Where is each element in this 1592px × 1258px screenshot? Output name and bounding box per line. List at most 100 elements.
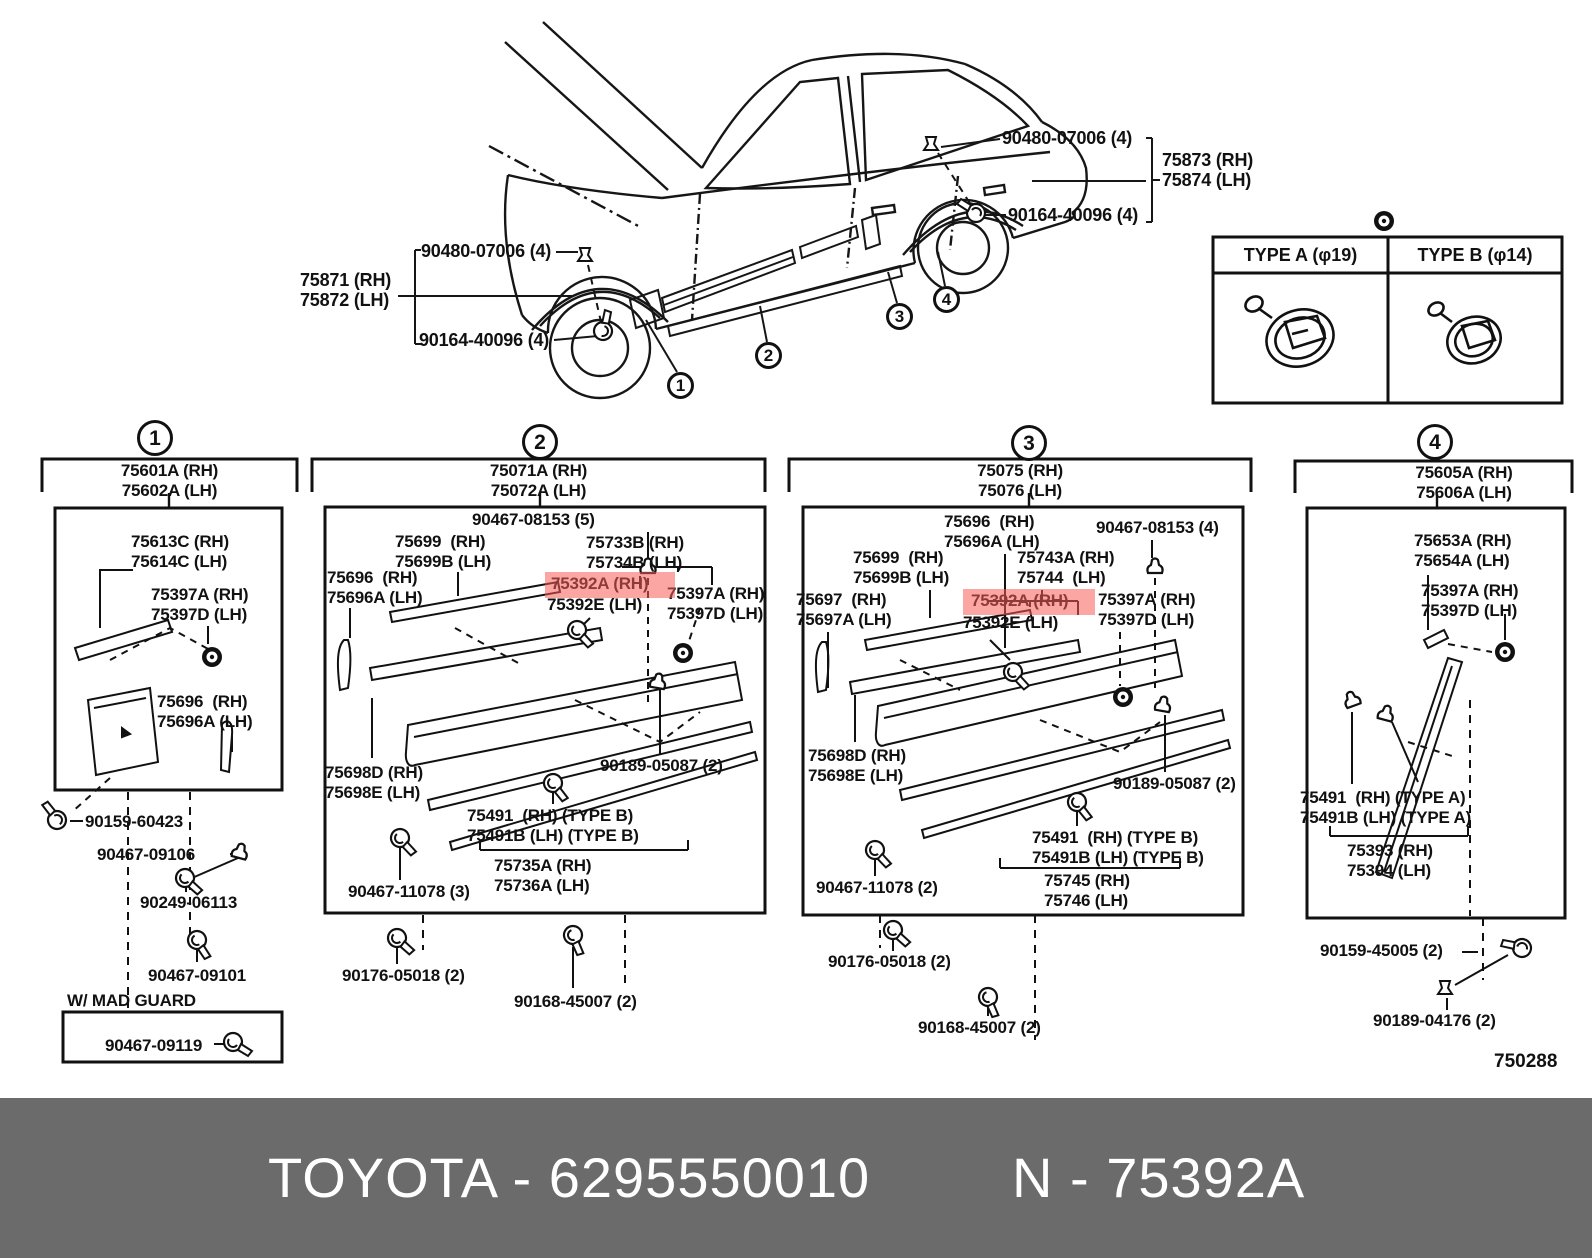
part-label-75491-s2: 75491 (RH) (TYPE B) 75491B (LH) (TYPE B) bbox=[467, 806, 639, 845]
section4-title: 75605A (RH) 75606A (LH) bbox=[1415, 463, 1513, 502]
part-label-75653: 75653A (RH) 75654A (LH) bbox=[1414, 531, 1512, 570]
part-label-75397-s4: 75397A (RH) 75397D (LH) bbox=[1421, 581, 1519, 620]
part-label-90189-05087-s3: 90189-05087 (2) bbox=[1113, 774, 1236, 793]
part-label-90168-s3: 90168-45007 (2) bbox=[918, 1018, 1041, 1037]
screw-icon bbox=[34, 799, 72, 833]
car-marker-2: 2 bbox=[755, 342, 782, 369]
grommet-icon bbox=[673, 643, 693, 663]
part-label-75733: 75733B (RH) 75734B (LH) bbox=[586, 533, 684, 572]
part-label-75696-s2: 75696 (RH) 75696A (LH) bbox=[327, 568, 423, 607]
grommet-icon bbox=[1113, 687, 1133, 707]
part-label-90159-45005: 90159-45005 (2) bbox=[1320, 941, 1443, 960]
part-label-75743: 75743A (RH) 75744 (LH) bbox=[1017, 548, 1115, 587]
part-label-90189-04176: 90189-04176 (2) bbox=[1373, 1011, 1496, 1030]
type-a-header: TYPE A (φ19) bbox=[1243, 245, 1358, 265]
part-label-90467-11078-s2: 90467-11078 (3) bbox=[348, 882, 470, 901]
section-frames bbox=[40, 457, 1574, 1064]
car-marker-1: 1 bbox=[667, 372, 694, 399]
car-marker-4: 4 bbox=[933, 286, 960, 313]
clip-icon bbox=[1146, 557, 1164, 575]
section2-marker: 2 bbox=[522, 424, 558, 460]
screw-icon bbox=[861, 837, 897, 870]
part-label-75392e-s2: 75392E (LH) bbox=[547, 595, 643, 614]
part-label-75698-s2: 75698D (RH) 75698E (LH) bbox=[325, 763, 423, 802]
part-label-90467-11078-s3: 90467-11078 (2) bbox=[816, 878, 938, 897]
footer-brand-part-number: TOYOTA - 6295550010 bbox=[268, 1146, 871, 1209]
part-label-75392a-s2-highlighted[interactable]: 75392A (RH) bbox=[551, 574, 649, 593]
screw-icon bbox=[386, 825, 422, 858]
part-label-75696-s3: 75696 (RH) 75696A (LH) bbox=[944, 512, 1040, 551]
part-label-90467-08153-s3: 90467-08153 (4) bbox=[1096, 518, 1219, 537]
type-b-header: TYPE B (φ14) bbox=[1417, 245, 1533, 265]
clip-icon bbox=[923, 136, 939, 151]
part-label-75871: 75871 (RH) 75872 (LH) bbox=[300, 270, 392, 310]
section1-title: 75601A (RH) 75602A (LH) bbox=[120, 461, 219, 500]
grommet-icon bbox=[1374, 211, 1394, 231]
part-label-90168-s2: 90168-45007 (2) bbox=[514, 992, 637, 1011]
part-label-75745: 75745 (RH) 75746 (LH) bbox=[1044, 871, 1130, 910]
section4-parts bbox=[1329, 575, 1509, 1010]
clip-icon bbox=[1153, 694, 1174, 714]
screw-icon bbox=[999, 659, 1035, 692]
part-label-75697: 75697 (RH) 75697A (LH) bbox=[796, 590, 892, 629]
part-label-75393: 75393 (RH) 75394 (LH) bbox=[1347, 841, 1433, 880]
footer-banner: TOYOTA - 6295550010 N - 75392A bbox=[0, 1098, 1592, 1258]
part-label-75491-s4: 75491 (RH) (TYPE A) 75491B (LH) (TYPE A) bbox=[1300, 788, 1472, 827]
part-label-75397-s1: 75397A (RH) 75397D (LH) bbox=[151, 585, 249, 624]
mud-guard-note: W/ MAD GUARD bbox=[67, 991, 196, 1010]
clip-icon bbox=[1376, 702, 1397, 723]
part-label-90189-05087-s2: 90189-05087 (2) bbox=[600, 756, 723, 775]
grommet-icon bbox=[1495, 642, 1515, 662]
part-label-75613: 75613C (RH) 75614C (LH) bbox=[131, 532, 229, 571]
part-label-75699-s3: 75699 (RH) 75699B (LH) bbox=[853, 548, 950, 587]
part-label-90480-rear: 90480-07006 (4) bbox=[1002, 128, 1133, 148]
section1-marker: 1 bbox=[137, 420, 173, 456]
part-label-90467-09106: 90467-09106 bbox=[97, 845, 196, 864]
part-label-75397-s3: 75397A (RH) 75397D (LH) bbox=[1098, 590, 1196, 629]
part-label-75873: 75873 (RH) 75874 (LH) bbox=[1162, 150, 1254, 190]
part-label-90467-08153-s2: 90467-08153 (5) bbox=[472, 510, 595, 529]
screw-icon bbox=[172, 866, 207, 897]
clip-icon bbox=[577, 247, 593, 262]
part-label-90467-09119: 90467-09119 bbox=[105, 1036, 203, 1055]
section4-marker: 4 bbox=[1417, 424, 1453, 460]
screw-icon bbox=[1498, 930, 1535, 965]
part-label-90176-s3: 90176-05018 (2) bbox=[828, 952, 951, 971]
type-b-clip-drawing bbox=[1427, 301, 1502, 365]
section1-parts bbox=[70, 569, 239, 1045]
section3-title: 75075 (RH) 75076 (LH) bbox=[977, 461, 1063, 500]
part-label-90159-60423: 90159-60423 bbox=[85, 812, 184, 831]
clip-icon bbox=[1340, 688, 1363, 710]
car-side-mouldings bbox=[628, 213, 904, 338]
part-label-90480-front: 90480-07006 (4) bbox=[421, 241, 552, 261]
screw-icon bbox=[880, 918, 915, 949]
screw-icon bbox=[971, 983, 1010, 1021]
part-label-90164-rear: 90164-40096 (4) bbox=[1008, 205, 1139, 225]
screw-icon bbox=[556, 921, 595, 959]
clip-type-table bbox=[1211, 235, 1564, 405]
part-label-75397-s2: 75397A (RH) 75397D (LH) bbox=[667, 584, 765, 623]
part-label-75392a-s3-highlighted[interactable]: 75392A (RH) bbox=[971, 591, 1069, 610]
footer-reference-number: N - 75392A bbox=[1012, 1146, 1306, 1209]
part-label-90249-06113: 90249-06113 bbox=[140, 893, 238, 912]
car-leaders bbox=[398, 137, 1160, 373]
car-marker-3: 3 bbox=[886, 303, 913, 330]
screw-icon bbox=[222, 1031, 254, 1058]
part-label-75735: 75735A (RH) 75736A (LH) bbox=[494, 856, 592, 895]
part-label-75699-s2: 75699 (RH) 75699B (LH) bbox=[395, 532, 492, 571]
part-label-90176-s2: 90176-05018 (2) bbox=[342, 966, 465, 985]
part-label-90467-09101: 90467-09101 bbox=[148, 966, 247, 985]
section2-parts bbox=[336, 532, 759, 988]
clip-icon bbox=[230, 840, 251, 861]
grommet-icon bbox=[202, 647, 222, 667]
clip-icon bbox=[1437, 980, 1453, 995]
screw-icon bbox=[384, 926, 419, 957]
part-label-75491-s3: 75491 (RH) (TYPE B) 75491B (LH) (TYPE B) bbox=[1032, 828, 1204, 867]
part-label-75698-s3: 75698D (RH) 75698E (LH) bbox=[808, 746, 906, 785]
sheet-number: 750288 bbox=[1494, 1051, 1558, 1072]
part-label-75696-s1: 75696 (RH) 75696A (LH) bbox=[157, 692, 253, 731]
type-a-clip-drawing bbox=[1244, 295, 1335, 368]
part-label-90164-front: 90164-40096 (4) bbox=[419, 330, 550, 350]
section3-marker: 3 bbox=[1011, 425, 1047, 461]
car-outline bbox=[488, 21, 1088, 400]
